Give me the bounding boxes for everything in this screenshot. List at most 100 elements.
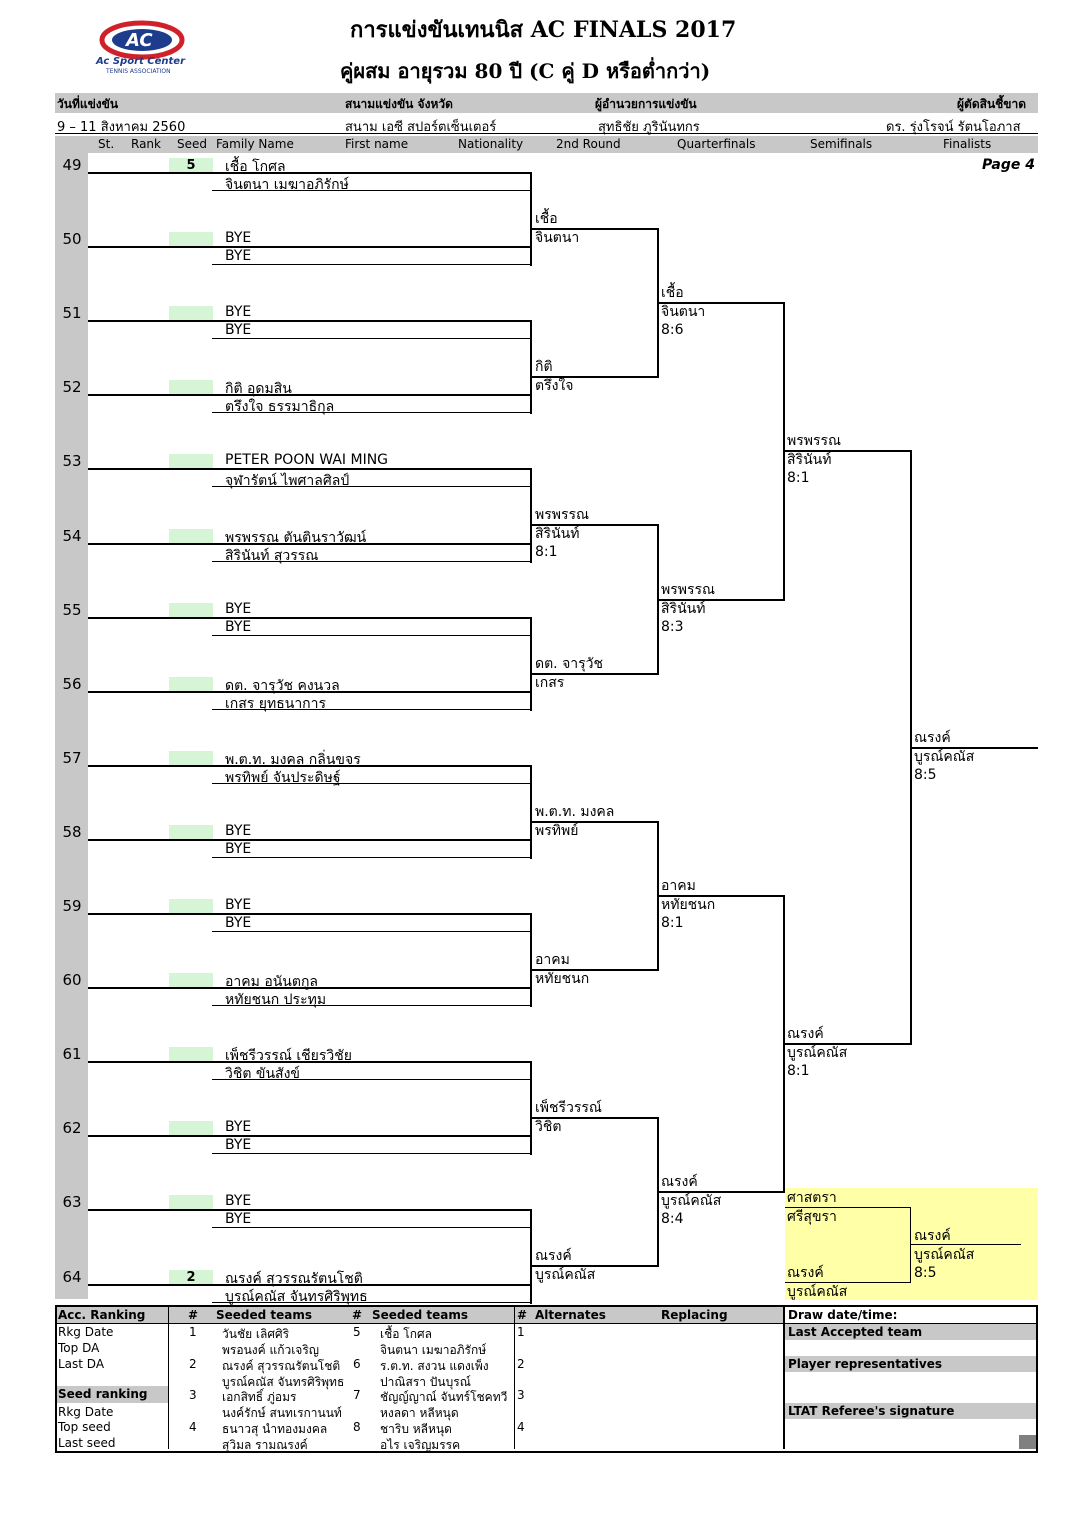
- round2-partner: เกสร: [535, 674, 565, 691]
- third-top-partner: ศรีสุขรา: [787, 1209, 837, 1225]
- alternate-number: 3: [517, 1388, 525, 1402]
- line: [88, 1283, 532, 1286]
- player-name: BYE: [225, 600, 252, 617]
- line: [783, 894, 785, 1194]
- player-reps-label: Player representatives: [788, 1357, 943, 1371]
- line: [530, 1135, 532, 1156]
- info-underline: [55, 133, 1038, 134]
- page-label: Page 4: [982, 157, 1035, 173]
- col-rank: Rank: [131, 137, 161, 151]
- seed-team-partner: ปาณิสรา ปันบุรณ์: [380, 1374, 471, 1389]
- footer-table: [55, 1305, 1038, 1453]
- champion-name: ณรงค์: [914, 729, 951, 746]
- draw-number: 62: [62, 1119, 82, 1138]
- qf-partner: บูรณ์คณัส: [661, 1193, 722, 1210]
- venue: สนาม เอซี สปอร์ตเซ็นเตอร์: [345, 120, 497, 135]
- seed-team-partner: หงลดา หลีหนุด: [380, 1406, 459, 1420]
- line: [530, 1218, 532, 1293]
- seeded-hash-1: #: [188, 1308, 199, 1322]
- draw-number: 57: [62, 748, 82, 767]
- round2-partner: บูรณ์คณัส: [535, 1267, 596, 1284]
- sf-partner: บูรณ์คณัส: [787, 1045, 848, 1062]
- player-name: BYE: [225, 304, 252, 321]
- line: [530, 542, 532, 563]
- line: [532, 969, 658, 972]
- qf-partner: สิรินันท์: [661, 600, 706, 617]
- director: สุทธิชัย ภูรินันทกร: [598, 120, 700, 135]
- partner-name: หทัยชนก ประทุม: [225, 992, 327, 1009]
- sf-partner: สิรินันท์: [787, 452, 832, 469]
- line: [212, 412, 532, 414]
- line: [88, 172, 532, 174]
- line: [212, 190, 532, 191]
- draw-number: 59: [62, 897, 82, 915]
- column-header-bar: [55, 136, 1038, 153]
- sf-winner: ณรงค์: [787, 1026, 824, 1043]
- qf-score: 8:4: [661, 1211, 684, 1228]
- player-name: BYE: [225, 822, 252, 839]
- round2-winner: กิติ: [535, 359, 553, 376]
- qf-winner: อาคม: [661, 877, 696, 894]
- player-name: BYE: [225, 230, 252, 247]
- line: [530, 987, 532, 1008]
- draw-number: 51: [62, 304, 82, 323]
- round2-score: 8:1: [535, 544, 558, 561]
- page-subtitle: คู่ผสม อายุรวม 80 ปี (C คู่ D หรือต่ำกว่…: [340, 59, 711, 83]
- player-name: อาคม อนันตกูล: [225, 974, 319, 991]
- seed-box: [169, 232, 213, 249]
- seed-team-partner: อไร เจริญมรรค: [380, 1437, 461, 1452]
- col-st: St.: [98, 137, 115, 151]
- player-name: เพ็ชรีวรรณ์ เชียรวิชัย: [225, 1048, 352, 1065]
- line: [88, 1209, 532, 1212]
- acc-ranking-label: Acc. Ranking: [58, 1308, 146, 1322]
- draw-number-strip: [55, 153, 88, 1299]
- line: [212, 486, 532, 488]
- replacing-label: Replacing: [661, 1308, 728, 1322]
- info-label-bar: [55, 93, 1038, 113]
- referee-label: ผู้ตัดสินชี้ขาด: [957, 97, 1027, 111]
- col-2nd-round: 2nd Round: [556, 137, 621, 151]
- player-name: เชื้อ โกศล: [225, 159, 286, 175]
- draw-datetime-label: Draw date/time:: [788, 1308, 898, 1322]
- qf-winner: เชื้อ: [661, 285, 684, 302]
- seed-team-player: ณรงค์ สุวรรณรัตนโชติ: [222, 1358, 341, 1373]
- third-top-name: ศาสตรา: [787, 1190, 837, 1206]
- referee-sig-bar: [785, 1403, 1036, 1419]
- player-name: BYE: [225, 897, 252, 913]
- partner-name: BYE: [225, 915, 252, 931]
- footer-header-bar: [57, 1307, 784, 1323]
- seed-team-player: ชาริบ หลีหนุด: [380, 1421, 452, 1436]
- seed-box: [169, 899, 213, 915]
- partner-name: เกสร ยุทธนาการ: [225, 695, 327, 712]
- logo-name: Ac Sport Center: [96, 56, 185, 67]
- line: [657, 524, 659, 675]
- last-seed-label: Last seed: [58, 1436, 116, 1450]
- player-name: พ.ต.ท. มงคล กลิ่นขจร: [225, 751, 361, 768]
- partner-name: พรทิพย์ จันประดิษฐ์: [225, 769, 341, 786]
- line: [212, 782, 532, 784]
- seed-number: 2: [189, 1356, 197, 1371]
- line: [88, 1061, 532, 1064]
- partner-name: จุฬารัตน์ ไพศาลศิลป์: [225, 473, 350, 490]
- partner-name: BYE: [225, 1137, 252, 1154]
- round2-winner: อาคม: [535, 952, 570, 969]
- seed-box: [169, 750, 213, 767]
- qf-winner: ณรงค์: [661, 1174, 698, 1191]
- partner-name: บูรณ์คณัส จันทรศิริพุทธ: [225, 1288, 368, 1305]
- round2-partner: พรทิพย์: [535, 822, 579, 839]
- line: [212, 1153, 532, 1155]
- seed-team-player: เชื้อ โกศล: [380, 1327, 432, 1341]
- player-reps-bar: [785, 1356, 1036, 1372]
- page-title: การแข่งขันเทนนิส AC FINALS 2017: [350, 17, 737, 43]
- qf-partner: หทัยชนก: [661, 896, 716, 913]
- rkg-date2-label: Rkg Date: [58, 1405, 114, 1419]
- seeded-teams-label-2: Seeded teams: [372, 1308, 469, 1322]
- champion-partner: บูรณ์คณัส: [914, 748, 975, 765]
- alternates-hash: #: [517, 1308, 528, 1322]
- partner-name: จินตนา เมฆาอภิรักษ์: [225, 177, 349, 193]
- line: [88, 616, 532, 619]
- draw-number: 54: [62, 526, 82, 545]
- date-label: วันที่แข่งขัน: [57, 97, 119, 111]
- line: [88, 838, 532, 841]
- seed-box: [169, 824, 213, 841]
